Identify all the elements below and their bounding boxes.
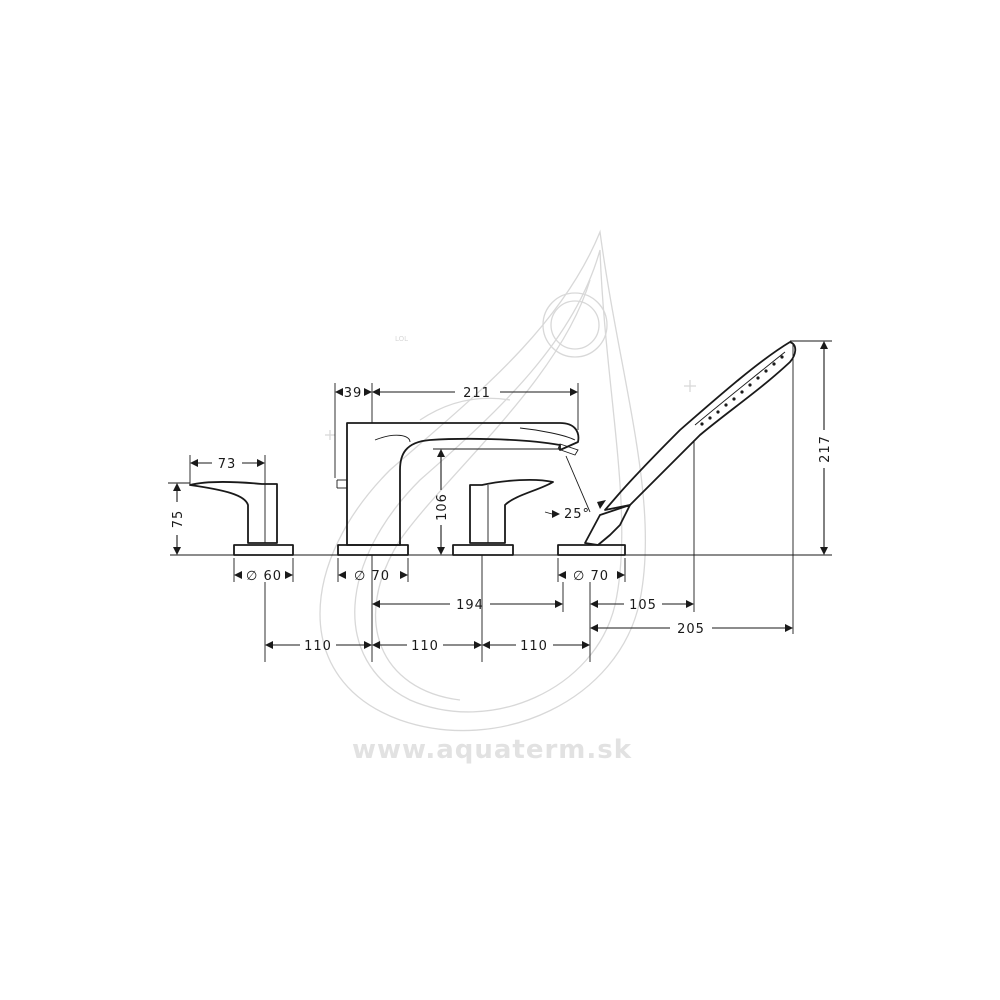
- watermark-small-text: LOL: [395, 335, 408, 343]
- extension-lines: [264, 345, 794, 662]
- dim-shower-offset: 105: [590, 598, 694, 613]
- dim-spacing-3: 110: [482, 639, 590, 654]
- dim-spout-reach: 211: [372, 383, 579, 430]
- label-spout-back: 39: [344, 386, 363, 401]
- label-shower-length: 205: [677, 622, 705, 637]
- dim-shower-length: 205: [590, 622, 793, 637]
- label-shower-height: 217: [818, 435, 833, 463]
- label-lever-height: 75: [171, 510, 186, 529]
- watermark-url: www.aquaterm.sk: [352, 735, 632, 765]
- label-spacing-1: 110: [304, 639, 332, 654]
- dim-lever-width: 73: [189, 455, 266, 485]
- dim-shower-base-diameter: ∅ 70: [557, 558, 626, 584]
- label-shower-offset: 105: [629, 598, 657, 613]
- label-shower-angle: 25°: [564, 507, 590, 522]
- dim-spacing-1: 110: [265, 639, 372, 654]
- label-spacing-3: 110: [520, 639, 548, 654]
- dim-lever-height: 75: [168, 482, 190, 555]
- label-lever-width: 73: [218, 457, 237, 472]
- dim-centers-mid: 194: [372, 598, 563, 613]
- right-lever-handle: [452, 478, 554, 556]
- label-shower-base-diameter: ∅ 70: [573, 569, 609, 584]
- shower-nozzle-dots: [700, 355, 784, 426]
- dim-shower-height: 217: [790, 340, 833, 556]
- dim-left-base-diameter: ∅ 60: [233, 558, 294, 584]
- label-left-base-diameter: ∅ 60: [246, 569, 282, 584]
- hand-shower: [557, 341, 797, 556]
- label-spout-reach: 211: [463, 386, 491, 401]
- label-spacing-2: 110: [411, 639, 439, 654]
- bath-spout: [336, 422, 580, 556]
- label-centers-mid: 194: [456, 598, 484, 613]
- dim-spout-back: 39: [334, 383, 373, 478]
- dim-spout-base-diameter: ∅ 70: [337, 558, 409, 584]
- label-spout-base-diameter: ∅ 70: [354, 569, 390, 584]
- label-spout-height: 106: [435, 493, 450, 521]
- dim-shower-angle: 25°: [544, 455, 606, 522]
- dim-spacing-2: 110: [372, 639, 482, 654]
- dim-spout-height: 106: [433, 448, 560, 555]
- left-lever-handle: [189, 480, 294, 556]
